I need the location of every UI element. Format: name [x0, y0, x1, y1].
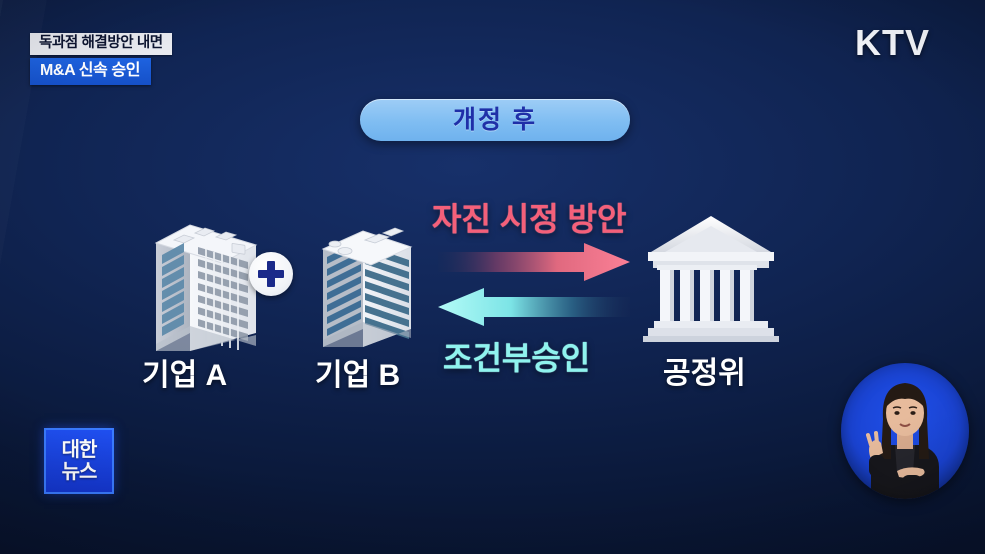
plus-bar-vertical — [267, 261, 275, 287]
plus-circle-icon — [249, 252, 293, 296]
agency-label: 공정위 — [663, 357, 746, 390]
forward-arrow-label: 자진 시정 방안 — [432, 201, 627, 237]
program-logo: 대한 뉴스 — [44, 428, 114, 494]
program-logo-line1: 대한 — [61, 438, 98, 461]
arrow-right-icon — [438, 243, 630, 281]
office-tower-icon — [148, 205, 266, 355]
signer-vignette — [841, 363, 969, 499]
section-title-text: 개정 후 — [453, 105, 537, 134]
program-logo-line2: 뉴스 — [61, 460, 98, 483]
section-title-pill: 개정 후 — [360, 99, 630, 141]
government-building-icon — [640, 212, 782, 342]
arrow-left-icon — [438, 288, 630, 326]
company-a-label: 기업 A — [142, 359, 228, 392]
news-ticker: 독과점 해결방안 내면 M&A 신속 승인 — [30, 33, 172, 85]
company-b-label: 기업 B — [315, 359, 401, 392]
backward-arrow-label: 조건부승인 — [443, 340, 591, 376]
ticker-subhead: M&A 신속 승인 — [30, 58, 152, 85]
layered-office-icon — [313, 207, 421, 347]
channel-logo: KTV — [855, 22, 930, 63]
ticker-headline: 독과점 해결방안 내면 — [30, 33, 172, 55]
sign-language-interpreter — [841, 363, 969, 499]
